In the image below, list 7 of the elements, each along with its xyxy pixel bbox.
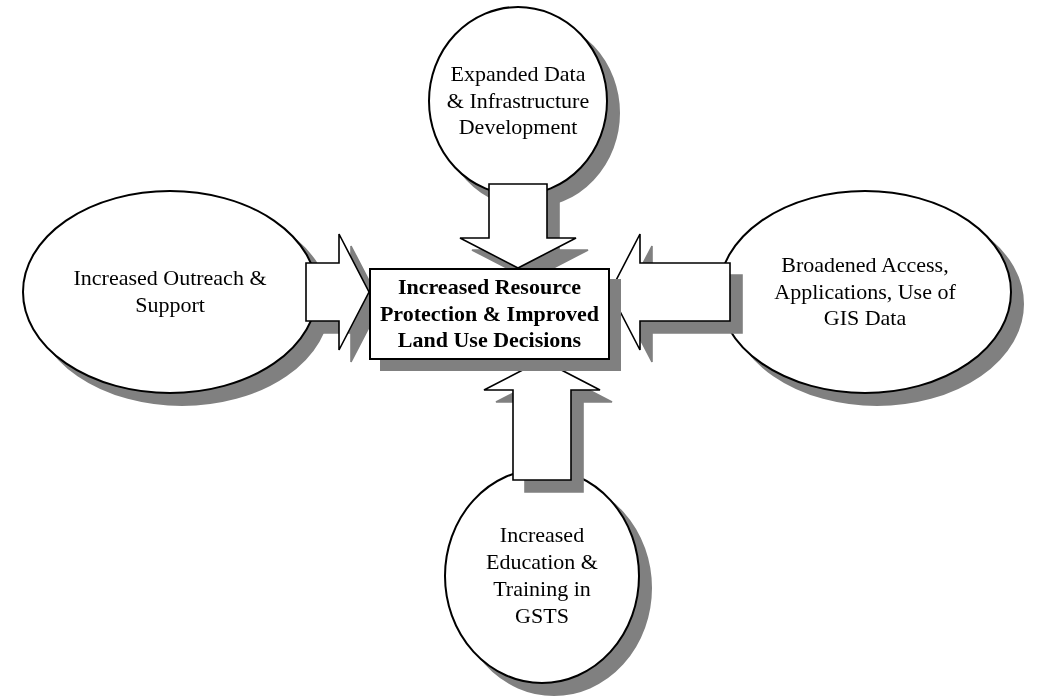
node-text: Increased Education & Training in GSTS [485,522,599,630]
node-text: Increased Outreach & Support [72,265,268,319]
node-text: Increased Resource Protection & Improved Land Use Decisions [378,273,601,355]
block-arrow [459,183,577,269]
node-text: Expanded Data & Infrastructure Development [445,60,591,142]
block-arrow [305,233,370,351]
node-text: Broadened Access, Applications, Use of GIS Data [773,251,957,333]
